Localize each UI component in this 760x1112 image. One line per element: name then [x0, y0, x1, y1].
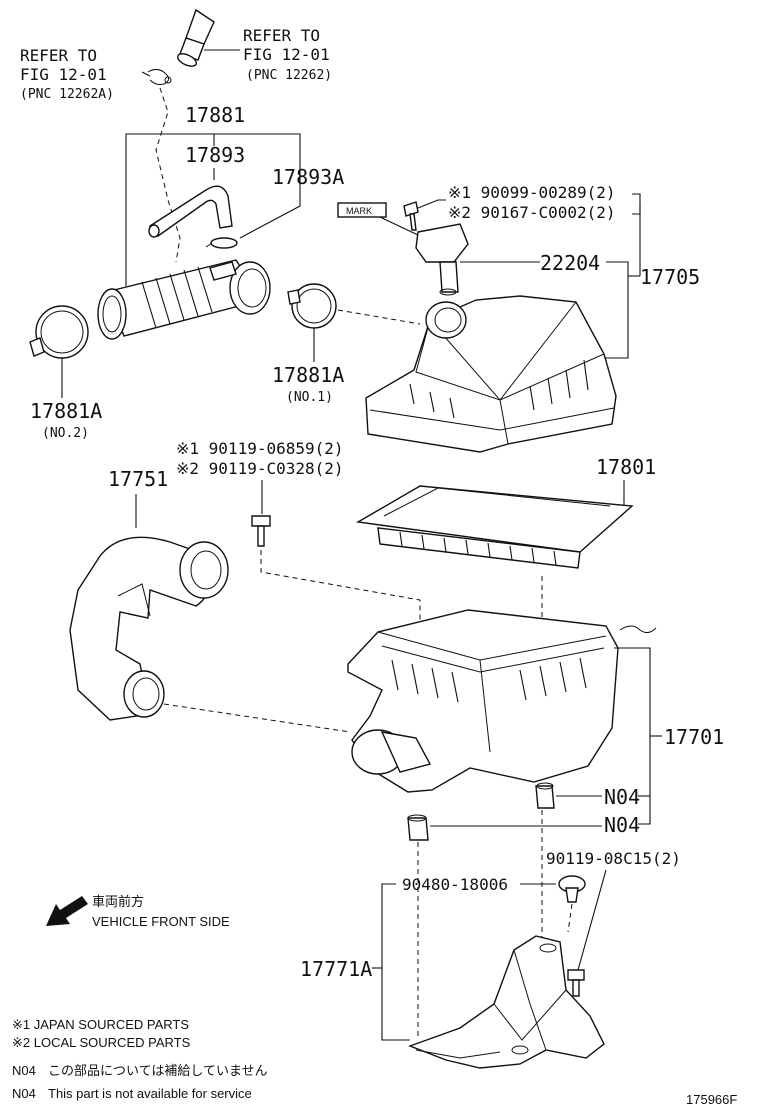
- inlet-duct-17751: [69, 536, 229, 721]
- label-front-en: VEHICLE FRONT SIDE: [92, 914, 230, 929]
- label-n04-b: N04: [604, 813, 640, 837]
- bracket-17771A: [408, 935, 605, 1069]
- intake-hose-17881: [97, 259, 271, 340]
- legend-n04-jp: この部品については補給していません: [48, 1063, 268, 1078]
- ref-left-line2: FIG 12-01: [20, 65, 107, 84]
- label-90480: 90480-18006: [402, 875, 508, 894]
- legend-japan-sourced: ※1 JAPAN SOURCED PARTS: [12, 1017, 189, 1032]
- vehicle-front-arrow-icon: [46, 896, 88, 926]
- reference-clip-12262A: [147, 68, 172, 85]
- clamp-17881A-no1: [287, 283, 337, 329]
- label-17881A-no2: 17881A: [30, 399, 102, 423]
- clip-17893A: [205, 237, 238, 249]
- label-22204: 22204: [540, 251, 600, 275]
- ref-right-line3: (PNC 12262): [246, 68, 332, 83]
- label-bolt-2: ※2 90167-C0002(2): [448, 203, 616, 222]
- label-bolt-1: ※1 90099-00289(2): [448, 183, 616, 202]
- clamp-17881A-no2: [29, 305, 89, 359]
- label-17771A: 17771A: [300, 957, 372, 981]
- air-flow-meter-22204: [415, 223, 469, 296]
- reference-pipe-12262: [176, 8, 215, 67]
- figure-id: 175966F: [686, 1092, 737, 1107]
- label-front-jp: 車両前方: [92, 894, 144, 909]
- label-17701: 17701: [664, 725, 724, 749]
- filter-element-17801: [355, 485, 634, 569]
- label-90119-08C15: 90119-08C15(2): [546, 849, 681, 868]
- label-17893: 17893: [185, 143, 245, 167]
- ref-right-line1: REFER TO: [243, 26, 320, 45]
- label-17881: 17881: [185, 103, 245, 127]
- legend-n04-en-code: N04: [12, 1086, 36, 1101]
- label-17881A-no1-sub: (NO.1): [286, 390, 333, 405]
- air-cleaner-case-17701: [347, 609, 657, 793]
- mark-tag: MARK: [337, 202, 421, 237]
- label-n04-a: N04: [604, 785, 640, 809]
- screw-90119-08C15: [567, 969, 585, 997]
- label-17893A: 17893A: [272, 165, 344, 189]
- label-17801: 17801: [596, 455, 656, 479]
- bolt-90099-00289: [403, 201, 419, 231]
- ref-left-line3: (PNC 12262A): [20, 87, 114, 102]
- legend-local-sourced: ※2 LOCAL SOURCED PARTS: [12, 1035, 191, 1050]
- air-cleaner-cap-17705: [365, 295, 617, 453]
- label-17881A-no1: 17881A: [272, 363, 344, 387]
- ref-right-line2: FIG 12-01: [243, 45, 330, 64]
- label-mark: MARK: [346, 206, 372, 216]
- grommet-n04-b: [407, 814, 429, 841]
- label-17881A-no2-sub: (NO.2): [42, 426, 89, 441]
- grommet-n04-a: [535, 782, 555, 809]
- breather-hose-17893: [148, 185, 233, 238]
- label-screw-1: ※1 90119-06859(2): [176, 439, 344, 458]
- label-screw-2: ※2 90119-C0328(2): [176, 459, 344, 478]
- screw-90119-06859: [251, 515, 271, 547]
- part-17881-label-group: 17881 17893 17893A: [125, 103, 344, 286]
- label-17705: 17705: [640, 265, 700, 289]
- label-17751: 17751: [108, 467, 168, 491]
- ref-left-line1: REFER TO: [20, 46, 97, 65]
- legend-n04-en: This part is not available for service: [48, 1086, 252, 1101]
- clip-90480-18006: [558, 875, 586, 903]
- legend-n04-jp-code: N04: [12, 1063, 36, 1078]
